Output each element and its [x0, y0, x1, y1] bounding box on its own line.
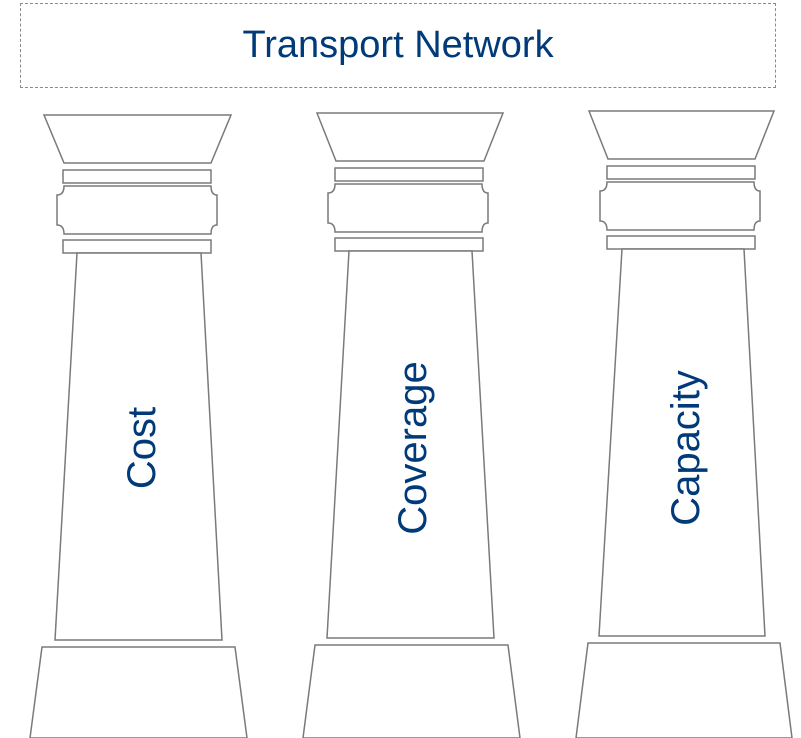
pillar-collar — [327, 183, 489, 233]
pillar-label: Coverage — [391, 361, 435, 534]
pillar-label: Cost — [120, 407, 164, 489]
diagram-title: Transport Network — [242, 24, 554, 66]
pillar-base — [29, 646, 248, 738]
pillar-lower-band — [62, 239, 212, 254]
pillar-base — [575, 642, 793, 738]
pillar-base — [302, 644, 521, 738]
pillar-shaft — [54, 252, 223, 641]
pillar-collar — [599, 181, 761, 231]
pillar-capacity: Capacity — [575, 110, 793, 738]
pillar-label: Capacity — [664, 370, 708, 526]
diagram-title-box: Transport Network — [20, 3, 776, 88]
pillar-upper-band — [334, 167, 484, 182]
pillar-capital — [587, 110, 776, 160]
pillar-shaft — [326, 250, 495, 639]
pillar-lower-band — [334, 237, 484, 252]
pillar-collar — [56, 185, 218, 235]
pillar-cost: Cost — [29, 114, 248, 738]
pillar-capital — [315, 112, 505, 162]
pillar-upper-band — [62, 169, 212, 184]
pillar-shaft — [598, 248, 766, 637]
pillar-lower-band — [606, 235, 756, 250]
pillar-capital — [42, 114, 233, 164]
pillar-coverage: Coverage — [302, 112, 521, 738]
pillar-upper-band — [606, 165, 756, 180]
